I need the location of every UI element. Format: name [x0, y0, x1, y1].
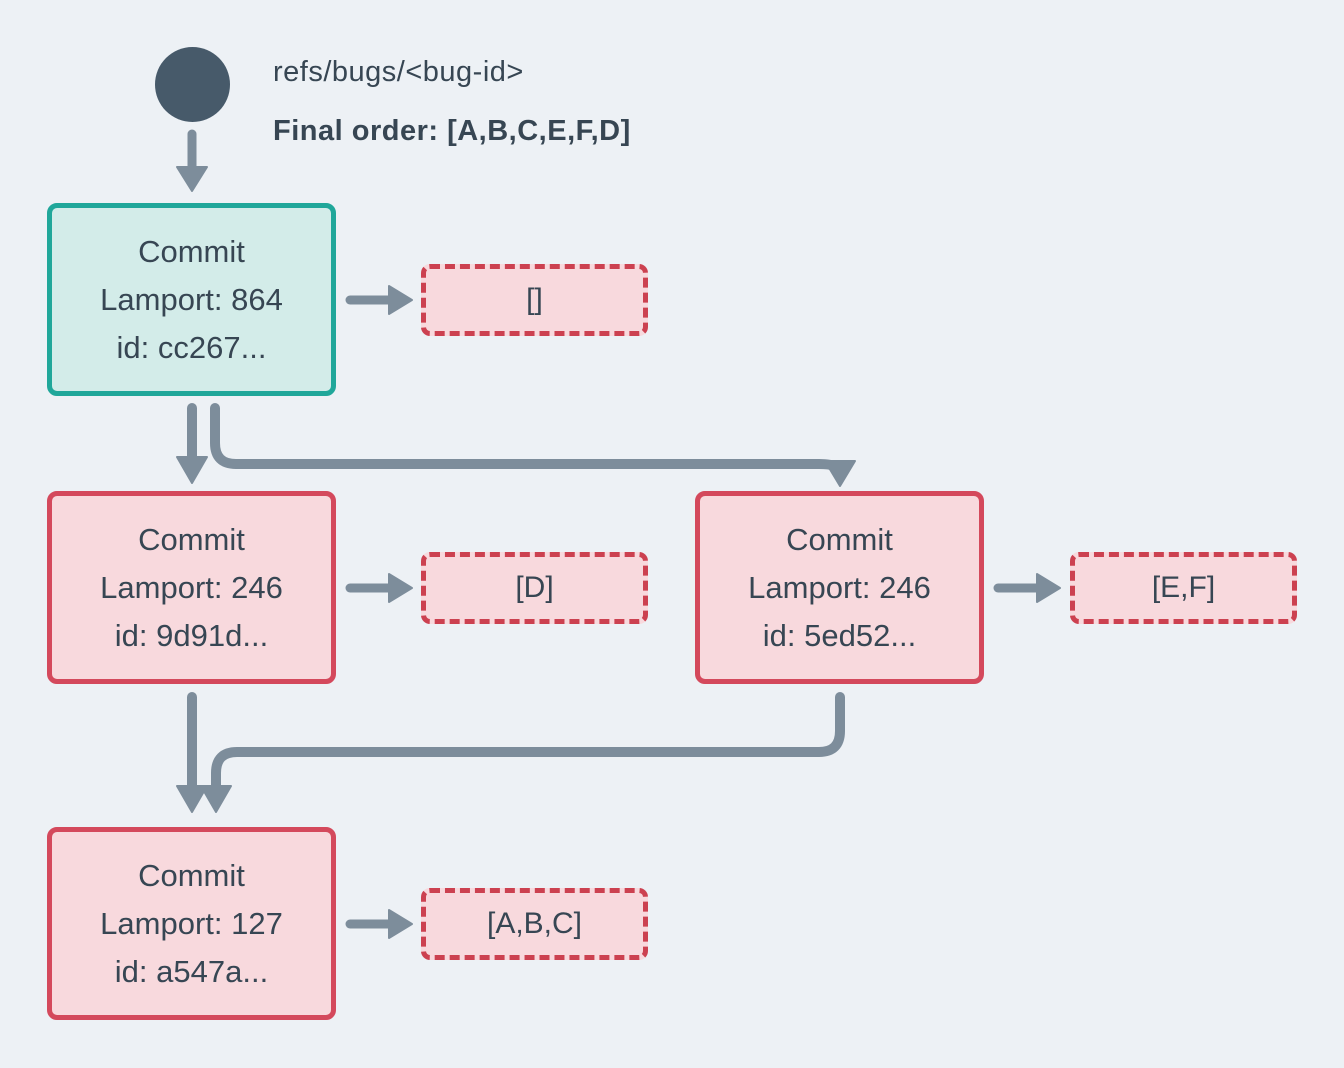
final-order-label: Final order: [A,B,C,E,F,D]	[273, 115, 631, 147]
commit-id: id: 9d91d...	[114, 617, 269, 653]
arrow-root-to-root-ops	[345, 285, 413, 315]
ops-box-left: [D]	[421, 552, 648, 624]
ops-box-merge: [A,B,C]	[421, 888, 648, 960]
arrow-left-to-left-ops	[345, 573, 413, 603]
commit-node-right: Commit Lamport: 246 id: 5ed52...	[695, 491, 984, 684]
commit-lamport: Lamport: 864	[100, 281, 283, 317]
ref-label: refs/bugs/<bug-id>	[273, 56, 524, 88]
arrow-ref-to-root	[176, 129, 208, 192]
arrow-right-to-merge	[200, 692, 845, 813]
commit-id: id: a547a...	[114, 953, 269, 989]
arrow-root-to-left	[176, 403, 208, 484]
commit-title: Commit	[138, 521, 245, 557]
ops-box-root: []	[421, 264, 648, 336]
commit-lamport: Lamport: 127	[100, 905, 283, 941]
commit-lamport: Lamport: 246	[100, 569, 283, 605]
commit-title: Commit	[786, 521, 893, 557]
commit-title: Commit	[138, 233, 245, 269]
commit-id: id: cc267...	[116, 329, 267, 365]
commit-title: Commit	[138, 857, 245, 893]
arrow-right-to-right-ops	[993, 573, 1061, 603]
commit-node-root: Commit Lamport: 864 id: cc267...	[47, 203, 336, 396]
arrow-merge-to-merge-ops	[345, 909, 413, 939]
ref-head-circle	[155, 47, 230, 122]
arrow-root-to-right	[210, 403, 856, 487]
ops-box-right: [E,F]	[1070, 552, 1297, 624]
arrow-left-to-merge	[176, 692, 208, 813]
commit-node-merge: Commit Lamport: 127 id: a547a...	[47, 827, 336, 1020]
commit-id: id: 5ed52...	[762, 617, 917, 653]
commit-lamport: Lamport: 246	[748, 569, 931, 605]
commit-node-left: Commit Lamport: 246 id: 9d91d...	[47, 491, 336, 684]
